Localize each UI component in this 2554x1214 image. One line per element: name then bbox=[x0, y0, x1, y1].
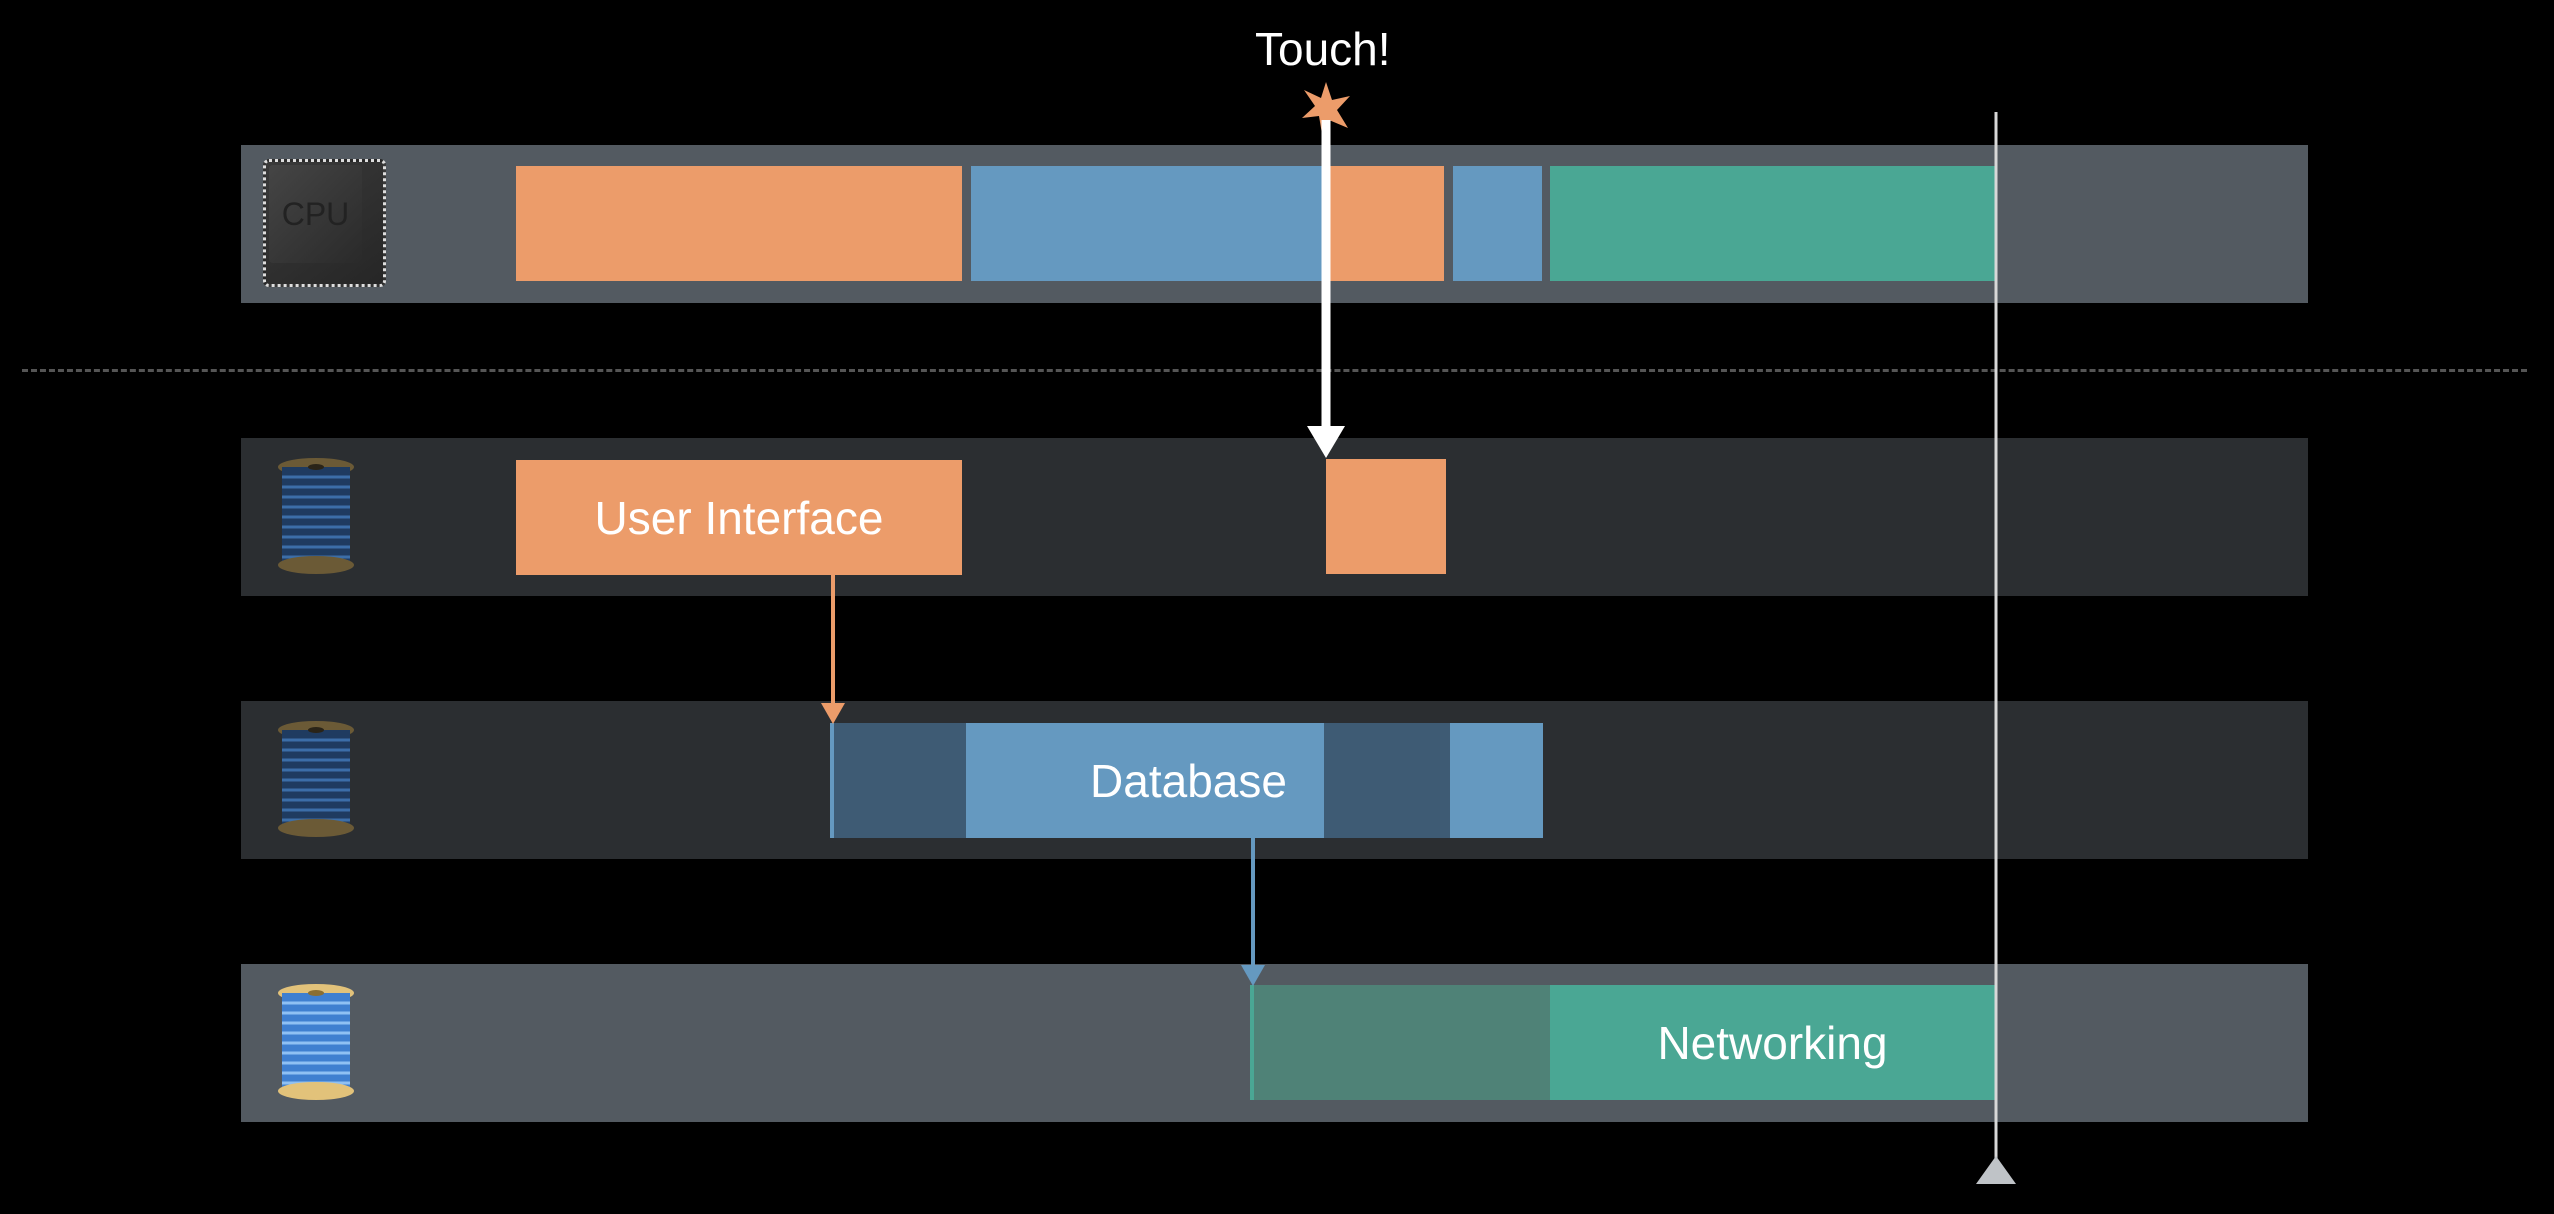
db-waiting-block-2 bbox=[1324, 723, 1450, 838]
timeline-cursor-triangle-icon bbox=[1976, 1156, 2016, 1184]
cpu-segment-ui-2 bbox=[1329, 166, 1444, 281]
cpu-segment-db-1 bbox=[971, 166, 1329, 281]
thread-spool-icon bbox=[278, 984, 354, 1100]
db-running-block-1 bbox=[966, 723, 1324, 838]
db-start-edge bbox=[830, 723, 834, 838]
cpu-segment-db-2 bbox=[1453, 166, 1542, 281]
cpu-chip-icon: CPU bbox=[257, 153, 392, 293]
thread-spool-icon bbox=[278, 721, 354, 837]
net-task-label: Networking bbox=[1657, 1016, 1888, 1069]
db-to-net-arrow-head bbox=[1241, 965, 1265, 986]
net-start-edge bbox=[1250, 985, 1254, 1100]
net-waiting-block bbox=[1250, 985, 1550, 1100]
db-waiting-block-1 bbox=[830, 723, 966, 838]
ui-to-db-arrow-head bbox=[821, 703, 845, 724]
ui-task-block: User Interface bbox=[516, 460, 962, 575]
ui-task-label: User Interface bbox=[594, 491, 884, 544]
ui-touch-handler-block bbox=[1326, 459, 1446, 574]
cpu-thread-divider bbox=[22, 369, 2527, 372]
cpu-segment-ui-1 bbox=[516, 166, 962, 281]
net-running-block: Networking bbox=[1550, 985, 1995, 1100]
thread-spool-icon bbox=[278, 458, 354, 574]
touch-arrow-head bbox=[1307, 426, 1345, 458]
db-running-block-2 bbox=[1450, 723, 1543, 838]
touch-star-icon bbox=[1302, 82, 1350, 134]
touch-label: Touch! bbox=[1255, 23, 1391, 75]
cpu-segment-net bbox=[1550, 166, 1995, 281]
db-task-label: Database bbox=[1090, 754, 1287, 807]
cpu-chip-label: CPU bbox=[269, 165, 362, 263]
